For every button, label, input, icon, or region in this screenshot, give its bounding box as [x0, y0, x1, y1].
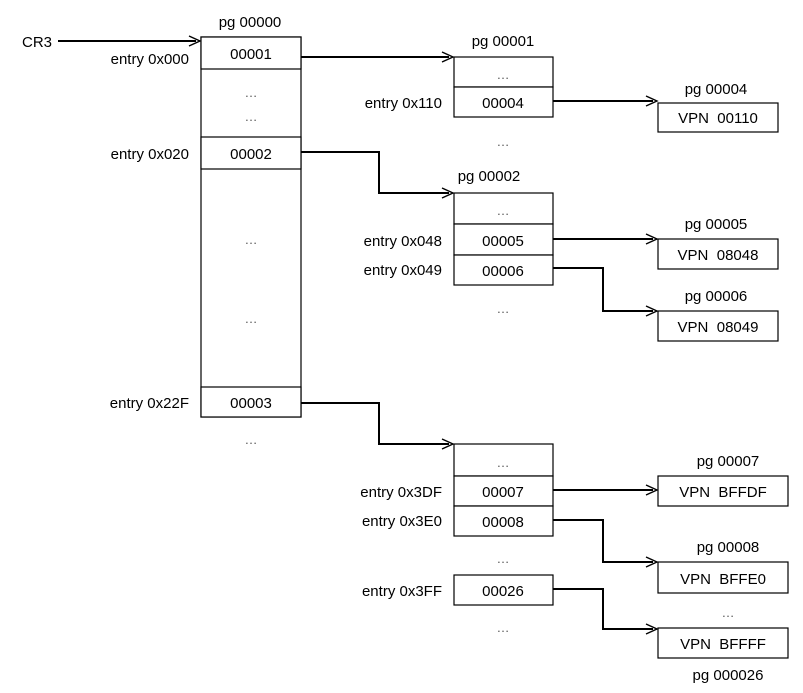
pt2-entry-048-cell — [453, 223, 554, 256]
root-ellipsis-1: … — [245, 85, 258, 100]
page-000026-box — [657, 627, 789, 659]
root-entry-000-label: entry 0x000 — [111, 51, 189, 68]
arrow-pt2-to-page-00005 — [553, 233, 659, 245]
page-00008-title: pg 00008 — [697, 539, 760, 556]
root-ellipsis-2: … — [245, 109, 258, 124]
pages-ellipsis: … — [722, 605, 735, 620]
arrow-root-to-pt2 — [301, 151, 455, 199]
root-entry-000-value: 00001 — [230, 46, 272, 63]
page-table-00001: pg 00001 … 00004 entry 0x110 … — [365, 33, 554, 149]
pt1-title: pg 00001 — [472, 33, 535, 50]
root-ellipsis-4: … — [245, 311, 258, 326]
pt1-entry-110-cell — [453, 86, 554, 118]
page-00004-title: pg 00004 — [685, 81, 748, 98]
page-00005-title: pg 00005 — [685, 216, 748, 233]
root-entry-020-value: 00002 — [230, 146, 272, 163]
page-00007-box — [657, 475, 789, 507]
pt2-entry-048-value: 00005 — [482, 233, 524, 250]
page-00006: pg 00006 VPN 08049 — [657, 288, 779, 342]
page-table-00002: pg 00002 … 00005 entry 0x048 00006 entry… — [364, 168, 554, 316]
page-00004-box — [657, 102, 779, 133]
page-00004-vpn: VPN 00110 — [678, 110, 758, 127]
pt3-entry-3df-label: entry 0x3DF — [360, 484, 442, 501]
pt1-entry-110-value: 00004 — [482, 95, 524, 112]
pt2-ellipsis-below: … — [497, 301, 510, 316]
arrow-pt2-to-page-00006 — [553, 267, 659, 317]
pt1-entry-110-label: entry 0x110 — [365, 95, 442, 112]
pt2-entry-049-cell — [453, 254, 554, 286]
pt3-entry-3ff-cell — [453, 574, 554, 606]
page-00005-vpn: VPN 08048 — [678, 247, 759, 264]
pt2-entry-048-label: entry 0x048 — [364, 233, 442, 250]
page-000026-title: pg 000026 — [693, 667, 764, 684]
cr3-label: CR3 — [22, 34, 52, 51]
pt3-entry-3e0-value: 00008 — [482, 514, 524, 531]
pt3-entry-3ff-value: 00026 — [482, 583, 524, 600]
pt3-entry-3df-value: 00007 — [482, 484, 524, 501]
root-entry-000-cell — [200, 36, 302, 70]
pt3-ellipsis-below: … — [497, 620, 510, 635]
root-ellipsis-3: … — [245, 232, 258, 247]
page-000026: VPN BFFFF pg 000026 — [657, 627, 789, 684]
pt3-entry-3e0-label: entry 0x3E0 — [362, 513, 442, 530]
pt1-ellipsis-below: … — [497, 134, 510, 149]
pt3-ellipsis-middle: … — [497, 551, 510, 566]
page-00004: pg 00004 VPN 00110 — [657, 81, 779, 133]
pt2-entry-049-value: 00006 — [482, 263, 524, 280]
page-table-00003: … 00007 entry 0x3DF 00008 entry 0x3E0 … … — [360, 443, 554, 635]
pt3-ellipsis: … — [497, 455, 510, 470]
pt3-entry-3e0-cell — [453, 505, 554, 537]
root-entry-22f-label: entry 0x22F — [110, 395, 189, 412]
page-00006-box — [657, 310, 779, 342]
page-00007: pg 00007 VPN BFFDF — [657, 453, 789, 507]
page-00007-vpn: VPN BFFDF — [679, 484, 767, 501]
arrow-pt1-to-page-00004 — [553, 95, 659, 107]
page-00007-title: pg 00007 — [697, 453, 760, 470]
arrow-pt3-to-page-00007 — [553, 484, 659, 496]
page-00008: pg 00008 VPN BFFE0 — [657, 539, 789, 594]
page-00005-box — [657, 238, 779, 270]
arrow-root-to-pt3 — [301, 402, 455, 450]
pt2-title: pg 00002 — [458, 168, 521, 185]
pt3-ellipsis-cell — [453, 443, 554, 477]
pt2-entry-049-label: entry 0x049 — [364, 262, 442, 279]
pt2-ellipsis: … — [497, 203, 510, 218]
arrow-pt3-to-page-00008 — [553, 519, 659, 568]
pt1-ellipsis: … — [497, 67, 510, 82]
cr3-arrow — [58, 35, 202, 47]
arrow-root-to-pt1 — [301, 51, 455, 63]
page-000026-vpn: VPN BFFFF — [680, 636, 766, 653]
root-entry-22f-value: 00003 — [230, 395, 272, 412]
root-table-column — [200, 36, 302, 418]
pt3-entry-3ff-label: entry 0x3FF — [362, 583, 442, 600]
page-00005: pg 00005 VPN 08048 — [657, 216, 779, 270]
page-00008-vpn: VPN BFFE0 — [680, 571, 766, 588]
root-entry-020-label: entry 0x020 — [111, 146, 189, 163]
arrow-pt3-to-page-000026 — [553, 588, 659, 635]
page-00006-vpn: VPN 08049 — [678, 319, 759, 336]
page-00008-box — [657, 561, 789, 594]
root-table-title: pg 00000 — [219, 14, 282, 31]
root-entry-020-cell — [200, 136, 302, 170]
root-page-table: pg 00000 00001 entry 0x000 … … 00002 ent… — [110, 14, 302, 447]
page-00006-title: pg 00006 — [685, 288, 748, 305]
root-ellipsis-5: … — [245, 432, 258, 447]
